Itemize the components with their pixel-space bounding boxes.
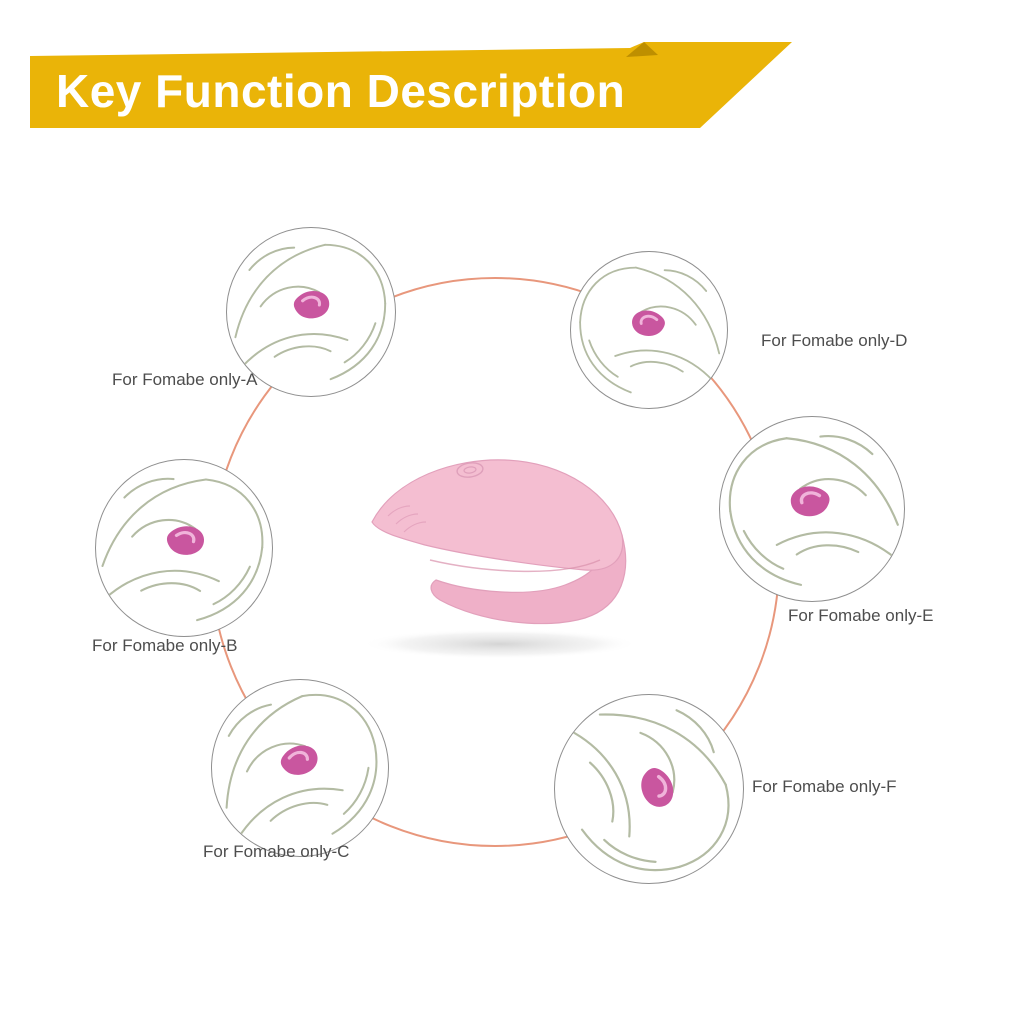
position-label-c: For Fomabe only-C: [203, 842, 350, 861]
usage-position-sketch-icon: [720, 422, 904, 595]
product-upper-arm: [371, 459, 624, 571]
position-circle-c: [211, 679, 389, 857]
position-label-b: For Fomabe only-B: [92, 636, 238, 655]
position-label-f: For Fomabe only-F: [752, 777, 897, 796]
position-circle-d: [570, 251, 728, 409]
usage-position-sketch-icon: [96, 468, 271, 628]
page-title: Key Function Description: [56, 65, 626, 117]
product-button: [456, 462, 484, 478]
product-crease: [429, 559, 601, 573]
position-label-e: For Fomabe only-E: [788, 606, 934, 625]
banner-ribbon-shape: [30, 42, 792, 128]
usage-position-sketch-icon: [578, 266, 721, 394]
product-shadow: [362, 629, 638, 659]
title-banner: Key Function Description: [30, 40, 798, 130]
product-lower-arm: [430, 534, 627, 625]
position-circle-f: [554, 694, 744, 884]
product-ridges: [387, 505, 427, 533]
product-photo: [362, 459, 638, 659]
position-circle-b: [95, 459, 273, 637]
position-circle-a: [226, 227, 396, 397]
usage-position-sketch-icon: [212, 683, 388, 853]
position-circle-e: [719, 416, 905, 602]
position-label-d: For Fomabe only-D: [761, 331, 908, 350]
usage-position-sketch-icon: [555, 695, 743, 883]
position-label-a: For Fomabe only-A: [112, 370, 258, 389]
